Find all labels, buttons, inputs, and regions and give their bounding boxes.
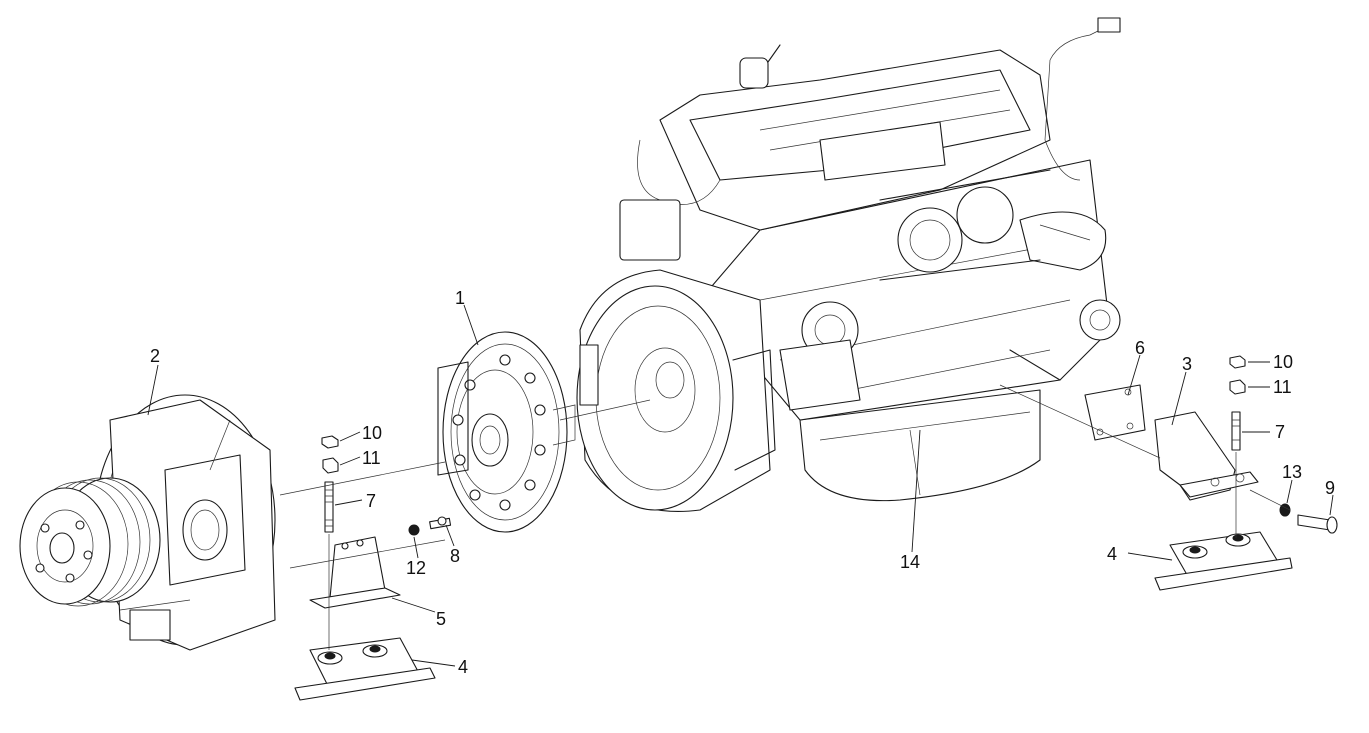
callout-13: 13 [1282,462,1302,482]
right-mount-parts [1084,355,1338,591]
clutch-housing-assembly [19,394,276,651]
clutch-disc-bolts [452,354,546,511]
callout-3: 3 [1182,354,1192,374]
callout-8: 8 [450,546,460,566]
callout-5: 5 [436,609,446,629]
callout-6: 6 [1135,338,1145,358]
callout-4-right: 4 [1107,544,1117,564]
callout-14: 14 [900,552,920,572]
leader-lines [147,304,1334,667]
clutch-disc [437,331,576,533]
callout-2: 2 [150,346,160,366]
callout-7-right: 7 [1275,422,1285,442]
callout-labels: 1 2 3 4 4 5 6 7 7 8 9 10 10 11 11 12 13 … [150,288,1335,677]
callout-11-left: 11 [362,448,381,468]
callout-10-right: 10 [1273,352,1293,372]
callout-7-left: 7 [366,491,376,511]
callout-4-left: 4 [458,657,468,677]
callout-11-right: 11 [1273,377,1292,397]
engine-assembly [576,17,1121,512]
callout-10-left: 10 [362,423,382,443]
callout-12: 12 [406,558,426,578]
assembly-axis-lines [279,384,1291,650]
callout-1: 1 [455,288,465,308]
left-mount-parts [294,435,452,701]
callout-9: 9 [1325,478,1335,498]
